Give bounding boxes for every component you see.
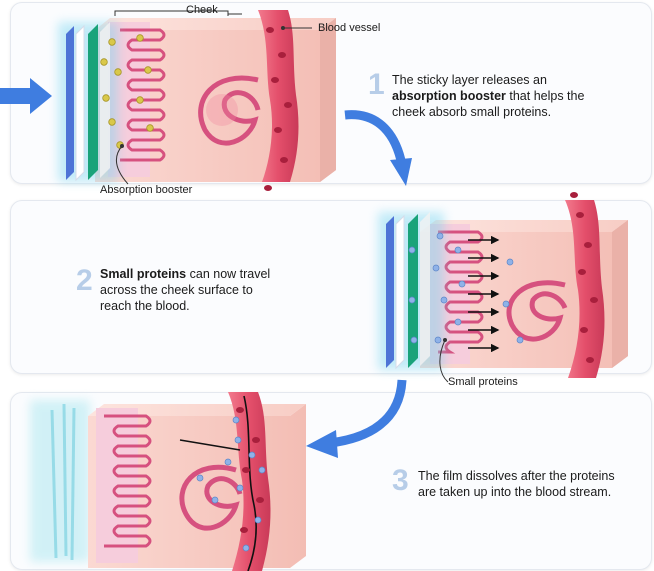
cheek-label: Cheek [186, 4, 218, 16]
absorption-booster-label: Absorption booster [100, 184, 192, 196]
transition-arrow-1-icon [345, 115, 402, 165]
blood-vessel-label: Blood vessel [318, 22, 380, 34]
step-3-number: 3 [392, 466, 409, 496]
transition-arrow-2-icon [330, 380, 402, 443]
film-layer-blue [66, 26, 74, 180]
film-layer-white [76, 26, 84, 180]
step-2-illustration [306, 192, 628, 458]
step-2-text: Small proteins can now travel across the… [100, 266, 285, 314]
step-1-illustration [0, 10, 412, 191]
step-1-number: 1 [368, 70, 385, 100]
entry-arrow-icon [0, 78, 52, 114]
step-1-text: The sticky layer releases an absorption … [392, 72, 607, 120]
small-proteins-label: Small proteins [448, 376, 518, 388]
step-3-illustration [30, 392, 306, 571]
step-2-number: 2 [76, 266, 93, 296]
step-3-text: The film dissolves after the proteins ar… [418, 468, 618, 500]
film-layer-green [88, 24, 98, 180]
